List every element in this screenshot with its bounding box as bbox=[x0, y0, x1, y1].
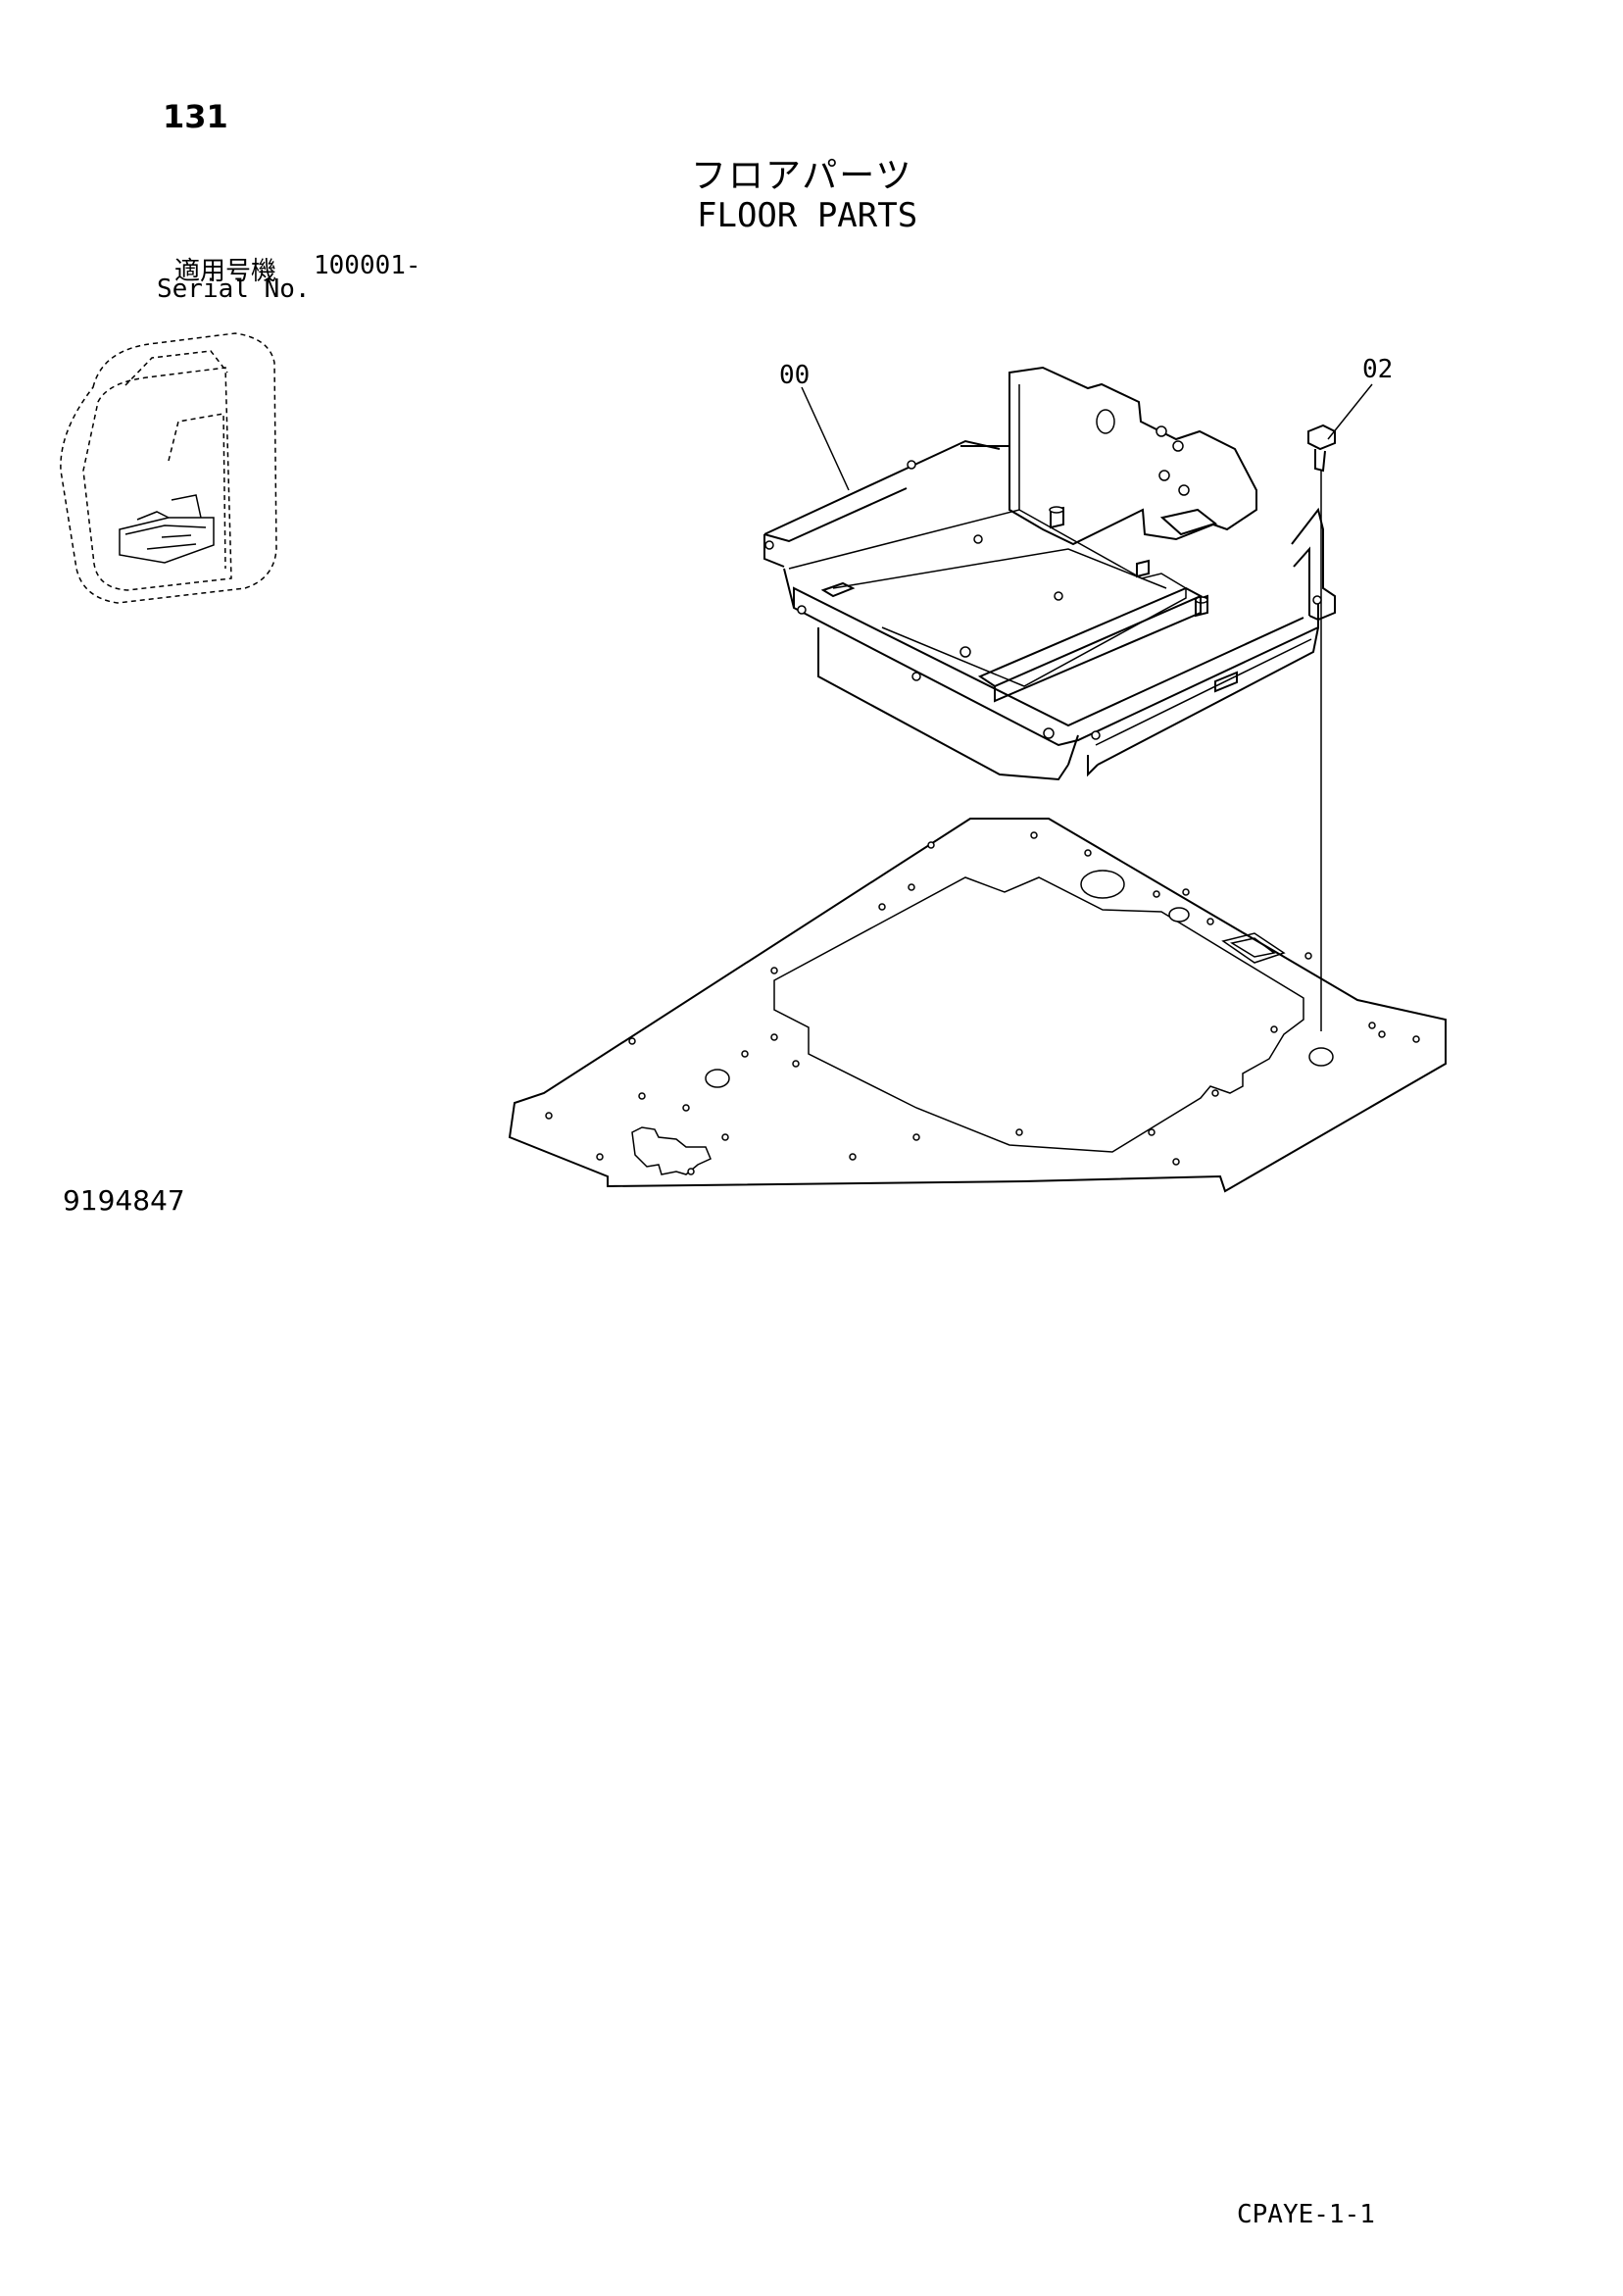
serial-label-japanese: 適用号機 bbox=[174, 257, 277, 286]
drawing-number: 9194847 bbox=[63, 1184, 185, 1217]
page-title-english: FLOOR PARTS bbox=[697, 196, 918, 235]
cab-location-illustration bbox=[60, 332, 277, 604]
floor-plate bbox=[508, 818, 1447, 1193]
callout-leaders bbox=[801, 383, 1373, 1031]
page-title-japanese: フロアパーツ bbox=[691, 156, 913, 196]
serial-label-english: Serial No. bbox=[157, 275, 311, 304]
callout-part-02: 02 bbox=[1362, 355, 1394, 384]
page-number: 131 bbox=[163, 98, 228, 135]
catalog-code: CPAYE-1-1 bbox=[1237, 2200, 1375, 2229]
callout-part-00: 00 bbox=[779, 361, 811, 390]
floor-plate-holes bbox=[545, 831, 1420, 1175]
serial-number-value: 100001- bbox=[314, 251, 421, 280]
bolt-part-02 bbox=[1307, 424, 1336, 473]
floor-bracket-part-00 bbox=[763, 366, 1336, 781]
